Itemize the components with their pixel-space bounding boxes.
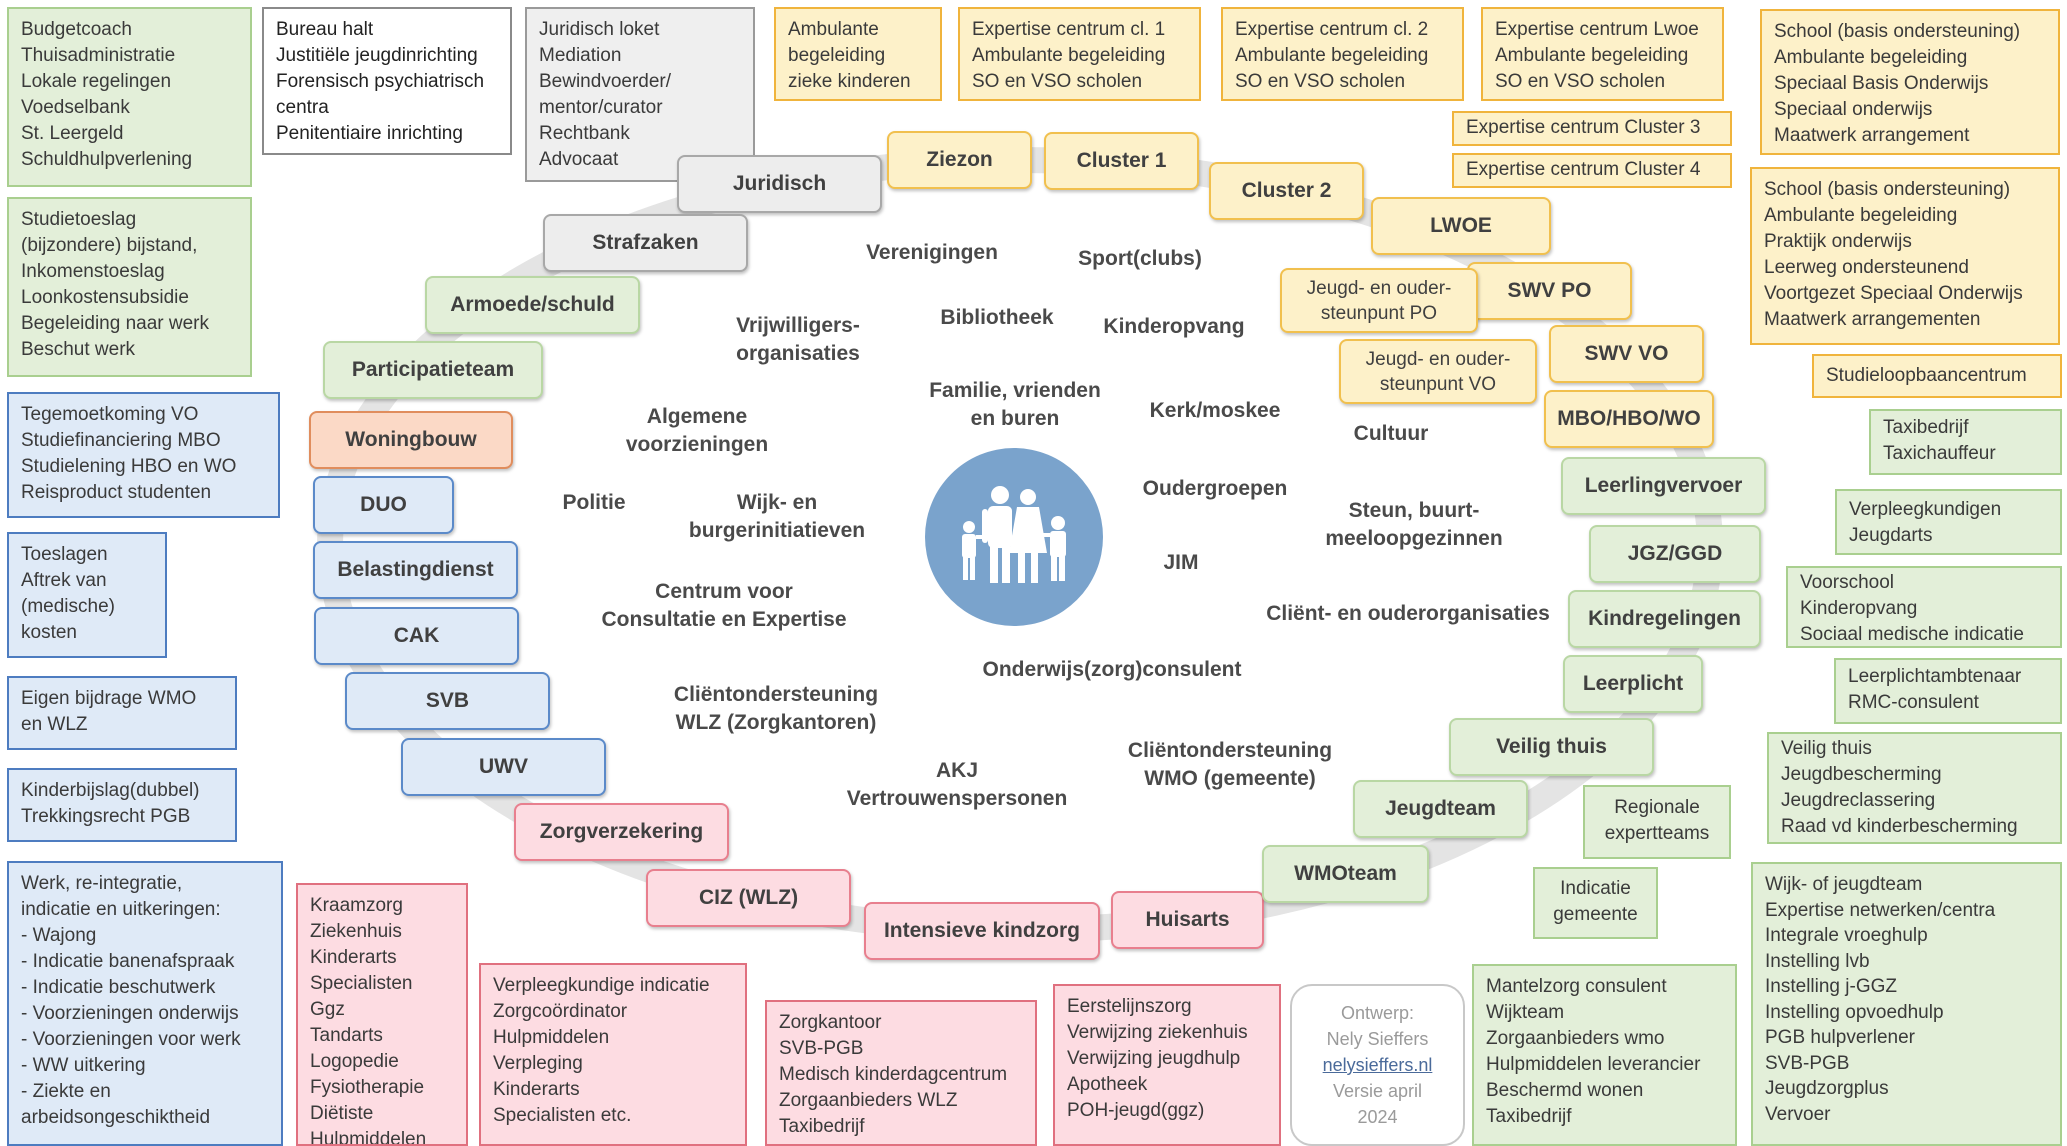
verpleegkundige-indicatie-box: Verpleegkundige indicatie Zorgcoördinato… [479, 963, 747, 1146]
expertise-cluster4-box: Expertise centrum Cluster 4 [1452, 153, 1732, 188]
juridisch-loket-box: Juridisch loket Mediation Bewindvoerder/… [525, 7, 755, 182]
ring-leerplicht: Leerplicht [1563, 655, 1703, 713]
eigen-bijdrage-box: Eigen bijdrage WMO en WLZ [7, 676, 237, 750]
indicatie-gemeente-box: Indicatie gemeente [1533, 867, 1658, 939]
ring-huisarts: Huisarts [1111, 891, 1264, 949]
label-jim: JIM [1163, 551, 1199, 574]
tegemoetkoming-box: Tegemoetkoming VO Studiefinanciering MBO… [7, 392, 280, 518]
label-clientondersteuning-wmo: Cliëntondersteuning WMO (gemeente) [1127, 739, 1333, 790]
ring-belastingdienst: Belastingdienst [313, 541, 518, 599]
ring-leerlingvervoer: Leerlingvervoer [1561, 457, 1766, 515]
ring-jgz: JGZ/GGD [1589, 525, 1761, 583]
design-label: Ontwerp: [1340, 1003, 1415, 1023]
bureau-halt-box: Bureau halt Justitiële jeugdinrichting F… [262, 7, 512, 155]
label-steun: Steun, buurt- meeloopgezinnen [1325, 499, 1503, 550]
taxi-box: Taxibedrijf Taxichauffeur [1869, 409, 2062, 475]
label-algemene: Algemene voorzieningen [625, 405, 769, 456]
label-familie: Familie, vrienden en buren [929, 379, 1101, 430]
family-icon [925, 448, 1103, 626]
label-vrijwilligers: Vrijwilligers- organisaties [736, 314, 860, 365]
ring-intensieve-kindzorg: Intensieve kindzorg [864, 902, 1100, 960]
school-basis-box-1: School (basis ondersteuning) Ambulante b… [1760, 9, 2060, 155]
werk-box: Werk, re-integratie, indicatie en uitker… [7, 861, 283, 1146]
label-client-ouder: Cliënt- en ouderorganisaties [1266, 602, 1550, 625]
verpleegkundigen-box: Verpleegkundigen Jeugdarts [1835, 489, 2062, 555]
studietoeslag-box: Studietoeslag (bijzondere) bijstand, Ink… [7, 197, 252, 377]
label-verenigingen: Verenigingen [866, 241, 998, 264]
ring-mbo: MBO/HBO/WO [1544, 390, 1714, 448]
designer-name: Nely Sieffers [1326, 1029, 1429, 1049]
ring-swv-vo: SWV VO [1549, 325, 1704, 383]
wijkteam-box: Wijk- of jeugdteam Expertise netwerken/c… [1751, 862, 2062, 1146]
ring-kindregelingen: Kindregelingen [1568, 590, 1761, 648]
ring-lwoe: LWOE [1371, 197, 1551, 255]
ring-svb: SVB [345, 672, 550, 730]
ring-cluster2: Cluster 2 [1209, 162, 1364, 220]
ring-cluster1: Cluster 1 [1044, 132, 1199, 190]
zorgkantoor-box: Zorgkantoor SVB-PGB Medisch kinderdagcen… [765, 1000, 1037, 1146]
design-credit: Ontwerp: Nely Sieffers nelysieffers.nl V… [1290, 984, 1465, 1146]
label-wijk: Wijk- en burgerinitiatieven [688, 491, 866, 542]
ring-jeugdteam: Jeugdteam [1353, 780, 1528, 838]
ring-armoede: Armoede/schuld [425, 276, 640, 334]
ring-strafzaken: Strafzaken [543, 214, 748, 272]
label-centrum: Centrum voor Consultatie en Expertise [601, 580, 847, 631]
ambulante-zieke-box: Ambulante begeleiding zieke kinderen [774, 7, 942, 101]
designer-link[interactable]: nelysieffers.nl [1322, 1055, 1433, 1075]
version-label: Versie april [1332, 1081, 1423, 1101]
mantelzorg-box: Mantelzorg consulent Wijkteam Zorgaanbie… [1472, 964, 1737, 1146]
ring-participatieteam: Participatieteam [323, 341, 543, 399]
ring-uwv: UWV [401, 738, 606, 796]
label-kerk: Kerk/moskee [1149, 399, 1281, 422]
expertise-cl2-box: Expertise centrum cl. 2 Ambulante begele… [1221, 7, 1464, 101]
veilig-thuis-box: Veilig thuis Jeugdbescherming Jeugdrecla… [1767, 732, 2062, 844]
kinderbijslag-box: Kinderbijslag(dubbel) Trekkingsrecht PGB [7, 768, 237, 842]
ring-woningbouw: Woningbouw [309, 411, 513, 469]
ring-swv-po: SWV PO [1467, 262, 1632, 320]
version-year: 2024 [1357, 1107, 1398, 1127]
ring-wmoteam: WMOteam [1262, 845, 1429, 903]
expertise-lwoe-box: Expertise centrum Lwoe Ambulante begelei… [1481, 7, 1724, 101]
ring-duo: DUO [313, 476, 454, 534]
budgetcoach-box: Budgetcoach Thuisadministratie Lokale re… [7, 7, 252, 187]
label-clientondersteuning-wlz: Cliëntondersteuning WLZ (Zorgkantoren) [673, 683, 879, 734]
voorschool-box: Voorschool Kinderopvang Sociaal medische… [1786, 566, 2062, 648]
ring-zorgverzekering: Zorgverzekering [514, 803, 729, 861]
expertise-cl1-box: Expertise centrum cl. 1 Ambulante begele… [958, 7, 1201, 101]
expertise-cluster3-box: Expertise centrum Cluster 3 [1452, 111, 1732, 146]
ring-veilig-thuis: Veilig thuis [1449, 718, 1654, 776]
label-onderwijs: Onderwijs(zorg)consulent [982, 658, 1242, 681]
label-oudergroepen: Oudergroepen [1142, 477, 1288, 500]
kraamzorg-box: Kraamzorg Ziekenhuis Kinderarts Speciali… [296, 883, 468, 1146]
studieloopbaan-box: Studieloopbaancentrum [1812, 354, 2062, 398]
label-akj: AKJ Vertrouwenspersonen [846, 759, 1068, 810]
leerplichtambtenaar-box: Leerplichtambtenaar RMC-consulent [1834, 658, 2062, 724]
label-sport: Sport(clubs) [1078, 247, 1202, 270]
school-basis-box-2: School (basis ondersteuning) Ambulante b… [1750, 167, 2060, 345]
toeslagen-box: Toeslagen Aftrek van (medische) kosten [7, 532, 167, 658]
label-politie: Politie [562, 491, 626, 514]
label-bibliotheek: Bibliotheek [940, 306, 1054, 329]
label-kinderopvang: Kinderopvang [1103, 315, 1245, 338]
label-cultuur: Cultuur [1353, 422, 1429, 445]
ring-ziezon: Ziezon [887, 131, 1032, 189]
ring-cak: CAK [314, 607, 519, 665]
ring-ciz: CIZ (WLZ) [646, 869, 851, 927]
ring-juridisch: Juridisch [677, 155, 882, 213]
ring-jeugd-ouder-po: Jeugd- en ouder- steunpunt PO [1280, 268, 1478, 333]
regionale-expertteams-box: Regionale expertteams [1583, 785, 1731, 859]
ring-jeugd-ouder-vo: Jeugd- en ouder- steunpunt VO [1339, 339, 1537, 404]
eerstelijnszorg-box: Eerstelijnszorg Verwijzing ziekenhuis Ve… [1053, 984, 1281, 1146]
